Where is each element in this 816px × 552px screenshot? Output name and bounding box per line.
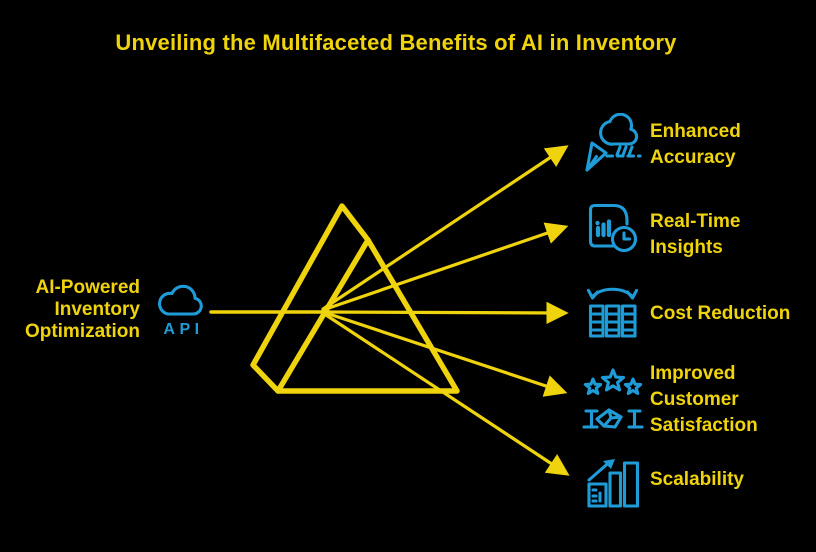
benefit-label-enhanced-accuracy: Enhanced Accuracy (650, 121, 741, 168)
refracted-rays (321, 145, 570, 476)
api-label: API (163, 321, 204, 338)
growth-chart-arrow-icon (583, 450, 643, 508)
ray-real-time-insights (321, 222, 569, 312)
benefit-label-customer-satisfaction: Improved Customer Satisfaction (650, 363, 758, 436)
cloud-icon (158, 284, 203, 316)
benefit-label-scalability: Scalability (650, 469, 744, 490)
prism-icon (250, 203, 460, 394)
inventory-columns-arrows-icon (585, 283, 640, 338)
report-clock-icon (584, 199, 639, 254)
page-title: Unveiling the Multifaceted Benefits of A… (115, 30, 677, 55)
benefit-label-cost-reduction: Cost Reduction (650, 303, 791, 324)
cloud-delivery-accuracy-icon (584, 113, 642, 175)
ray-enhanced-accuracy (321, 145, 569, 311)
api-cloud-icon: API (153, 282, 211, 340)
ray-cost-reduction (321, 301, 569, 325)
ray-customer-satisfaction (321, 310, 568, 397)
stars-handshake-icon (582, 366, 644, 432)
source-label: AI-Powered Inventory Optimization (24, 277, 140, 342)
benefit-label-real-time-insights: Real-Time Insights (650, 211, 741, 258)
ray-scalability (321, 311, 570, 476)
